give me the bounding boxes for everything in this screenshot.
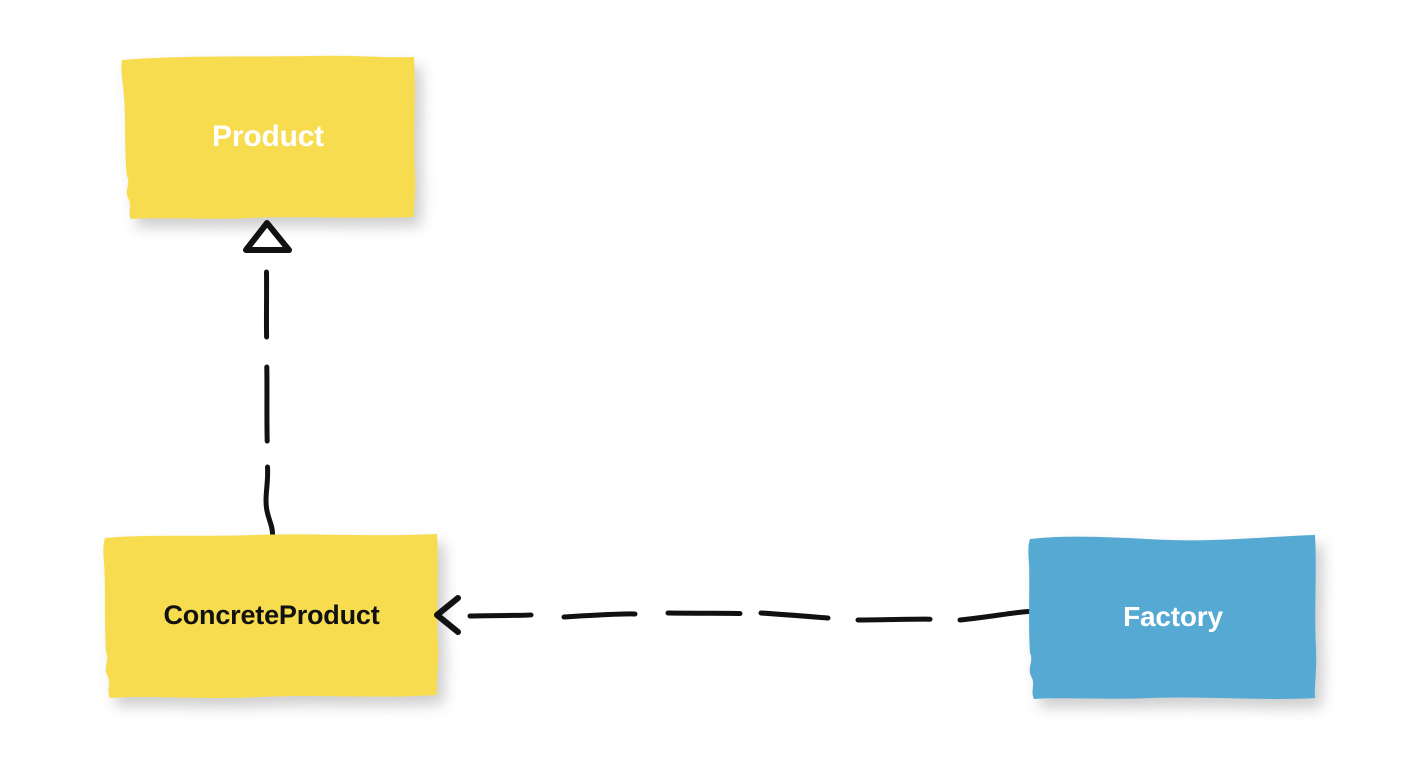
node-product[interactable]: [121, 55, 416, 219]
edge-generalization[interactable]: [243, 220, 292, 538]
node-factory[interactable]: [1028, 535, 1317, 699]
edge-dependency[interactable]: [434, 595, 1032, 635]
node-concrete-product-label: ConcreteProduct: [163, 599, 380, 630]
dependency-dash-2: [561, 611, 638, 620]
dependency-dash-6: [957, 609, 1032, 623]
dependency-dash-5: [855, 616, 933, 623]
open-chevron-arrowhead: [434, 595, 461, 635]
node-factory-label: Factory: [1123, 600, 1223, 632]
dependency-dash-4: [758, 610, 831, 621]
node-product-shape: [121, 55, 416, 219]
hollow-triangle-arrowhead: [243, 220, 292, 253]
dependency-dash-1: [467, 612, 534, 619]
dependency-dash-3: [665, 610, 743, 616]
node-factory-shape: [1028, 535, 1317, 699]
generalization-dash-3: [263, 464, 276, 538]
node-concrete-product[interactable]: [103, 534, 439, 698]
node-concrete-product-shape: [103, 534, 439, 698]
node-product-label: Product: [212, 119, 324, 153]
